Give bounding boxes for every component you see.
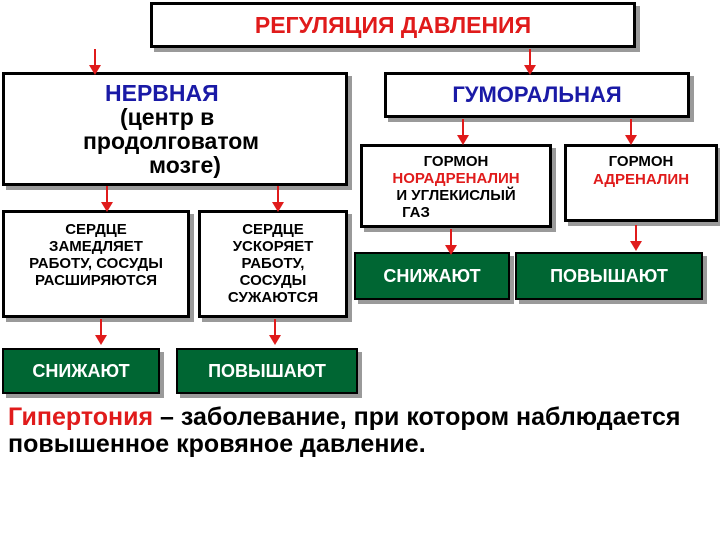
arrow-down-icon	[95, 319, 107, 345]
left-effect-line-1: СЕРДЦЕ	[65, 221, 127, 238]
title-box: РЕГУЛЯЦИЯ ДАВЛЕНИЯ	[150, 2, 636, 48]
humoral-decrease-result: СНИЖАЮТ	[354, 252, 510, 300]
nervous-detail-line-1: (центр в	[120, 104, 215, 130]
hormone-adrenaline-box: ГОРМОН АДРЕНАЛИН	[564, 144, 718, 222]
hormone-left-line-4: ГАЗ	[402, 204, 430, 221]
hormone-noradrenaline-box: ГОРМОН НОРАДРЕНАЛИН И УГЛЕКИСЛЫЙ ГАЗ	[360, 144, 552, 228]
heart-speeds-box: СЕРДЦЕ УСКОРЯЕТ РАБОТУ, СОСУДЫ СУЖАЮТСЯ	[198, 210, 348, 318]
arrow-down-icon	[445, 229, 457, 255]
humoral-increase-label: ПОВЫШАЮТ	[550, 265, 668, 286]
humoral-heading: ГУМОРАЛЬНАЯ	[452, 82, 622, 107]
hormone-left-line-3: И УГЛЕКИСЛЫЙ	[396, 187, 516, 204]
hormone-right-line-1: ГОРМОН	[608, 153, 674, 170]
diagram-title: РЕГУЛЯЦИЯ ДАВЛЕНИЯ	[254, 11, 532, 38]
nervous-decrease-result: СНИЖАЮТ	[2, 348, 160, 394]
nervous-decrease-label: СНИЖАЮТ	[32, 360, 130, 381]
nervous-detail-line-2: продолговатом	[83, 128, 260, 154]
arrow-down-icon	[630, 225, 642, 251]
arrow-down-icon	[101, 186, 113, 212]
arrow-down-icon	[89, 49, 101, 75]
hormone-left-line-1: ГОРМОН	[423, 153, 489, 170]
nervous-increase-label: ПОВЫШАЮТ	[208, 360, 326, 381]
hormone-right-highlight: АДРЕНАЛИН	[592, 171, 690, 188]
arrow-down-icon	[269, 319, 281, 345]
nervous-regulation-box: НЕРВНАЯ (центр в продолговатом мозге)	[2, 72, 348, 186]
arrow-down-icon	[457, 119, 469, 145]
right-effect-line-3: РАБОТУ,	[241, 255, 305, 272]
arrow-down-icon	[625, 119, 637, 145]
nervous-heading: НЕРВНАЯ	[105, 80, 219, 106]
left-effect-line-4: РАСШИРЯЮТСЯ	[34, 272, 158, 289]
left-effect-line-3: РАБОТУ, СОСУДЫ	[29, 255, 163, 272]
arrow-down-icon	[272, 186, 284, 212]
humoral-decrease-label: СНИЖАЮТ	[383, 265, 481, 286]
left-effect-line-2: ЗАМЕДЛЯЕТ	[49, 238, 143, 255]
right-effect-line-1: СЕРДЦЕ	[242, 221, 304, 238]
nervous-increase-result: ПОВЫШАЮТ	[176, 348, 358, 394]
right-effect-line-5: СУЖАЮТСЯ	[227, 289, 319, 306]
humoral-regulation-box: ГУМОРАЛЬНАЯ	[384, 72, 690, 118]
definition-term: Гипертония	[8, 403, 154, 431]
heart-slows-box: СЕРДЦЕ ЗАМЕДЛЯЕТ РАБОТУ, СОСУДЫ РАСШИРЯЮ…	[2, 210, 190, 318]
definition-text: – заболевание, при котором наблюдается п…	[8, 403, 681, 458]
arrow-down-icon	[524, 49, 536, 75]
hypertension-definition: Гипертония – заболевание, при котором на…	[8, 404, 708, 458]
nervous-detail-line-3: мозге)	[149, 152, 221, 178]
humoral-increase-result: ПОВЫШАЮТ	[515, 252, 703, 300]
hormone-left-highlight: НОРАДРЕНАЛИН	[392, 170, 520, 187]
right-effect-line-4: СОСУДЫ	[239, 272, 307, 289]
right-effect-line-2: УСКОРЯЕТ	[232, 238, 314, 255]
